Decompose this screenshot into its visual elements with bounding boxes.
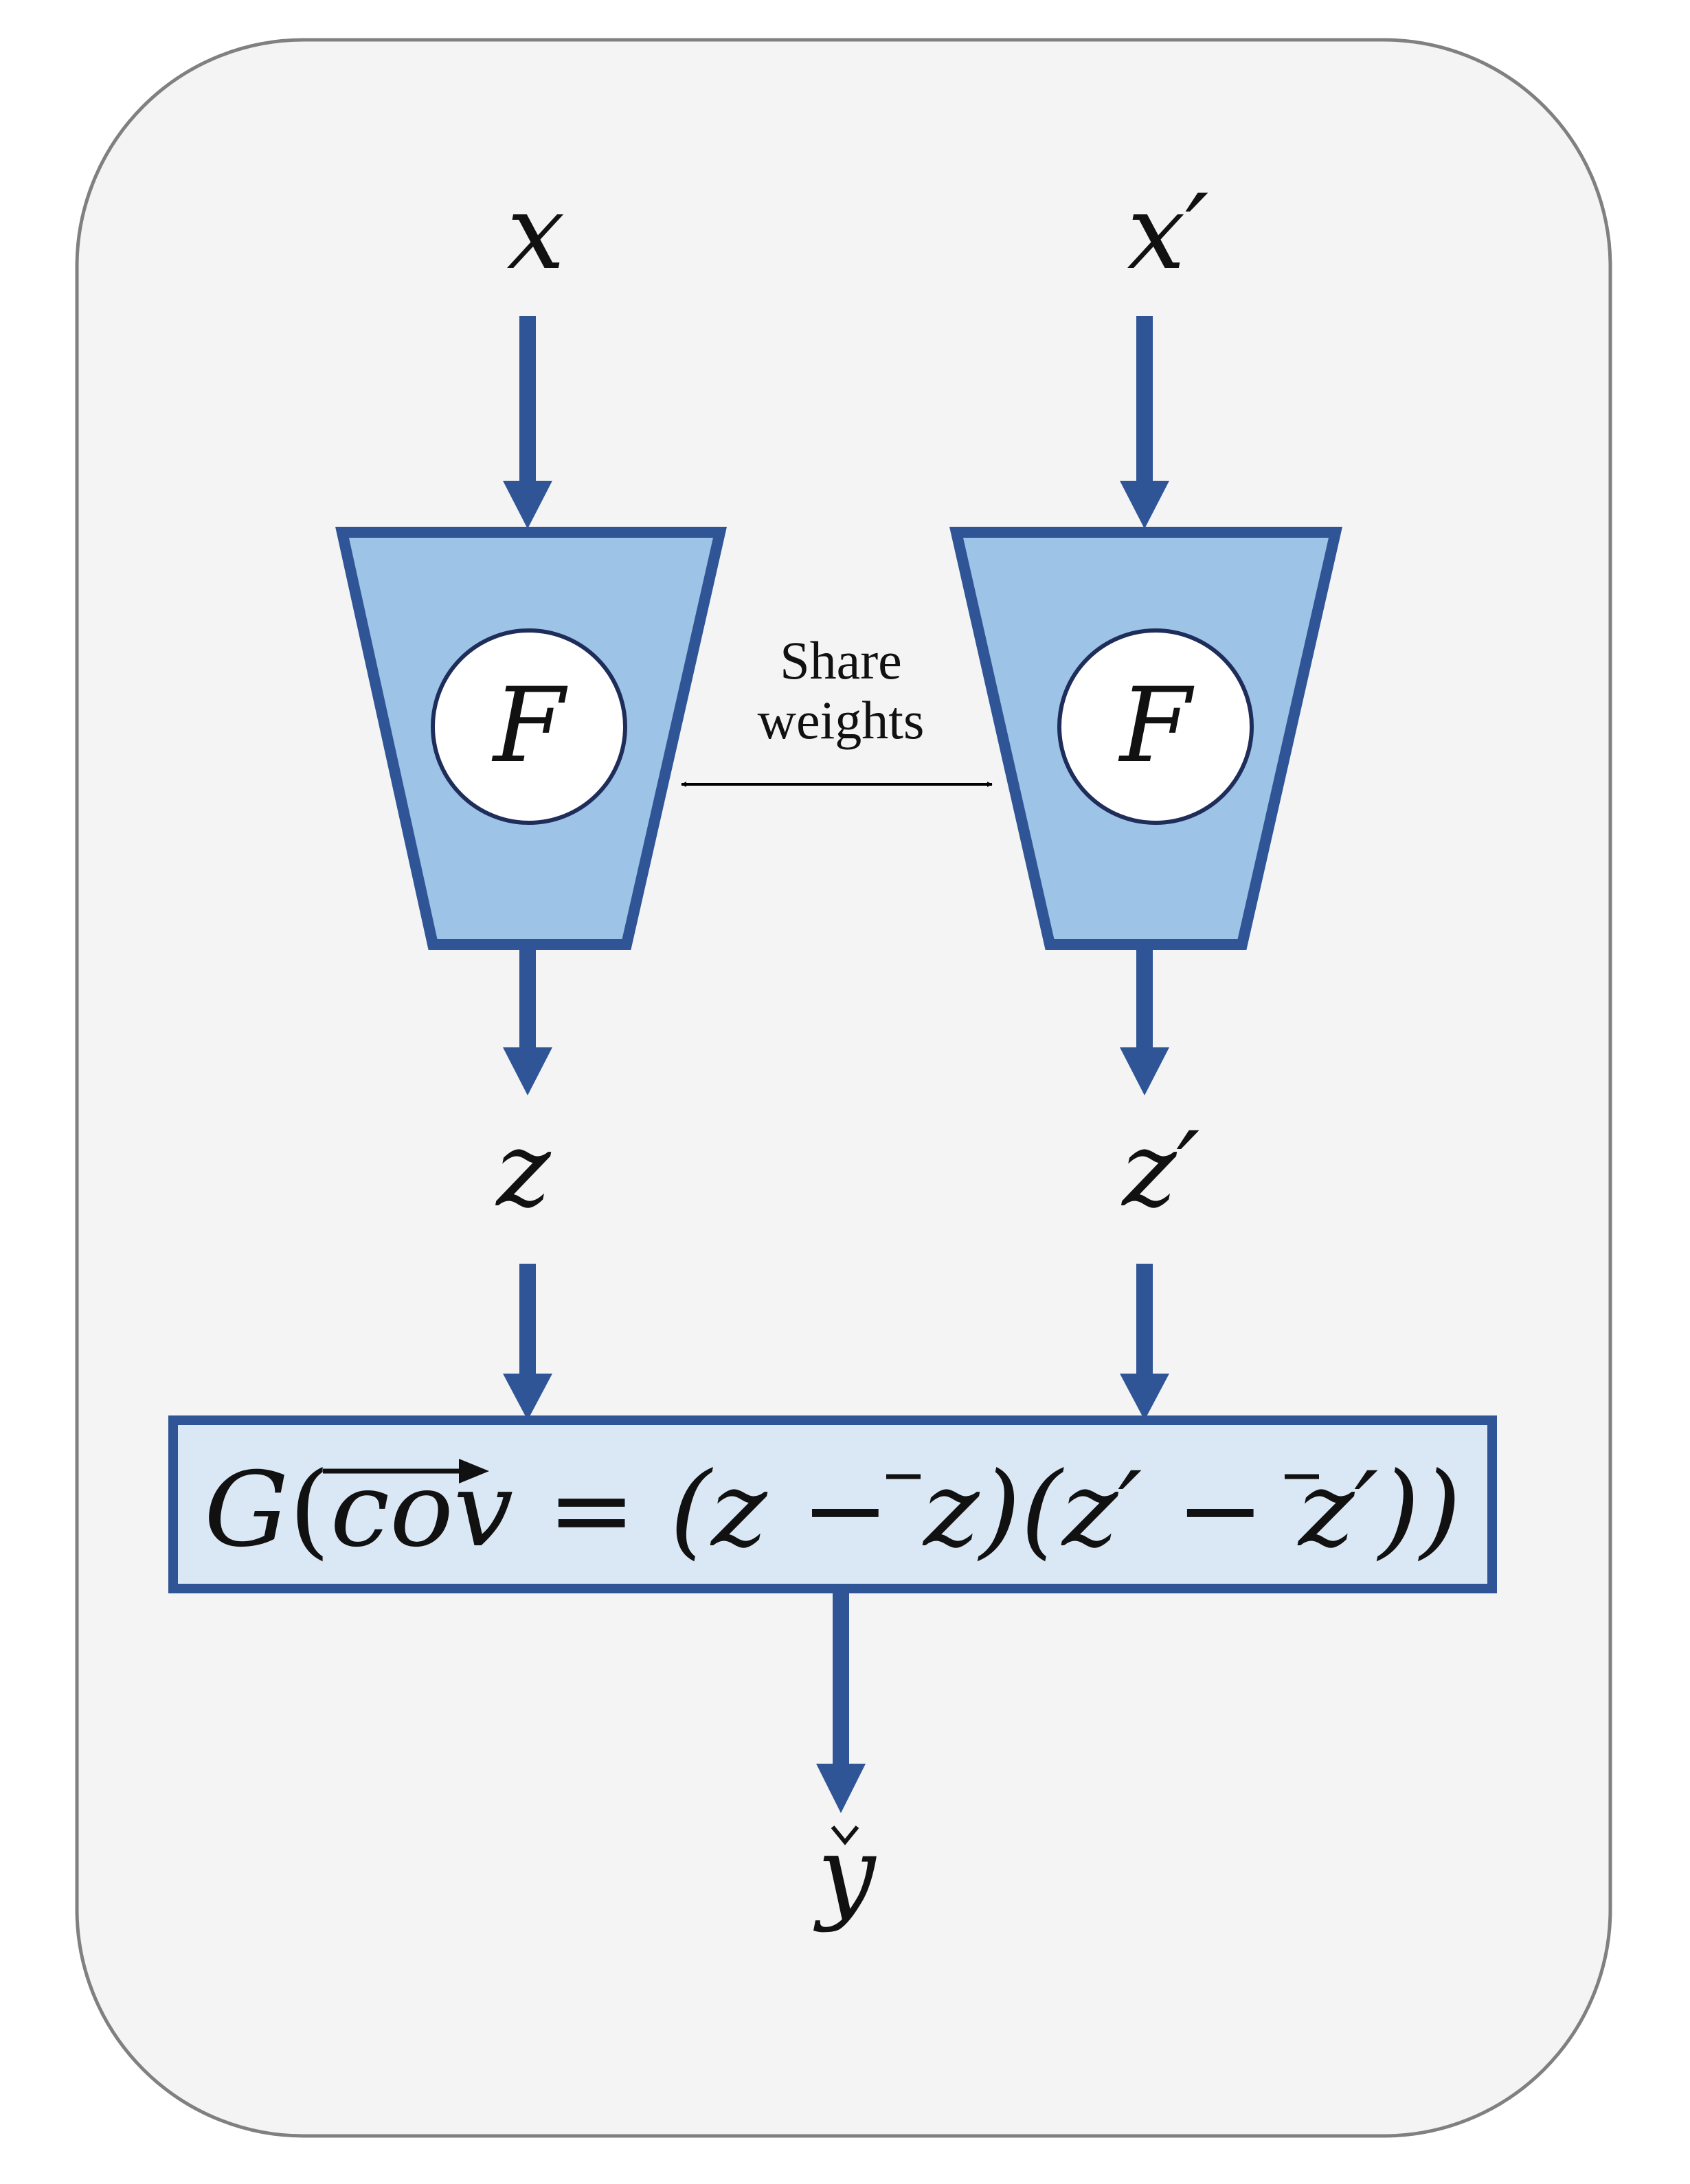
- output-arrow: [816, 1592, 866, 1813]
- head-zbar2: z: [1297, 1451, 1355, 1570]
- input-x-prime-label: x′: [1127, 173, 1209, 293]
- output-hat: [831, 1825, 859, 1845]
- embedding-z-prime-label: z′: [1120, 1111, 1199, 1230]
- input-x-label: x: [507, 173, 565, 293]
- cov-vector-arrowhead: [459, 1459, 489, 1483]
- head-formula: G(cov = (z − z)(z′ − z′)): [204, 1451, 1461, 1570]
- encoder-output-arrow-right: [1120, 948, 1169, 1095]
- head-mid: )(z′ −: [977, 1451, 1298, 1570]
- encoder-output-arrow-left: [503, 948, 552, 1095]
- head-tail: ′)): [1354, 1451, 1461, 1570]
- head-g: G: [204, 1451, 289, 1570]
- head-box: G(cov = (z − z)(z′ − z′)): [168, 1415, 1497, 1593]
- share-weights-line1: Share: [780, 630, 902, 690]
- input-arrow-left: [503, 316, 552, 529]
- encoder-left-circle: [431, 628, 627, 825]
- encoder-left-label: F: [491, 666, 568, 786]
- encoder-right: F: [949, 527, 1343, 950]
- embedding-z-label: z: [495, 1111, 551, 1230]
- share-weights-line2: weights: [758, 690, 925, 750]
- input-arrow-right: [1120, 316, 1169, 529]
- encoder-right-label: F: [1118, 666, 1195, 786]
- embedding-arrow-right: [1120, 1264, 1169, 1420]
- head-zbar: z: [922, 1451, 980, 1570]
- head-equals-open: = (z −: [513, 1451, 923, 1570]
- head-open-paren: (: [289, 1451, 330, 1570]
- encoder-right-circle: [1057, 628, 1254, 825]
- encoder-left: F: [335, 527, 728, 950]
- head-cov: cov: [330, 1451, 514, 1570]
- embedding-arrow-left: [503, 1264, 552, 1420]
- output-y-label: y: [813, 1815, 877, 1934]
